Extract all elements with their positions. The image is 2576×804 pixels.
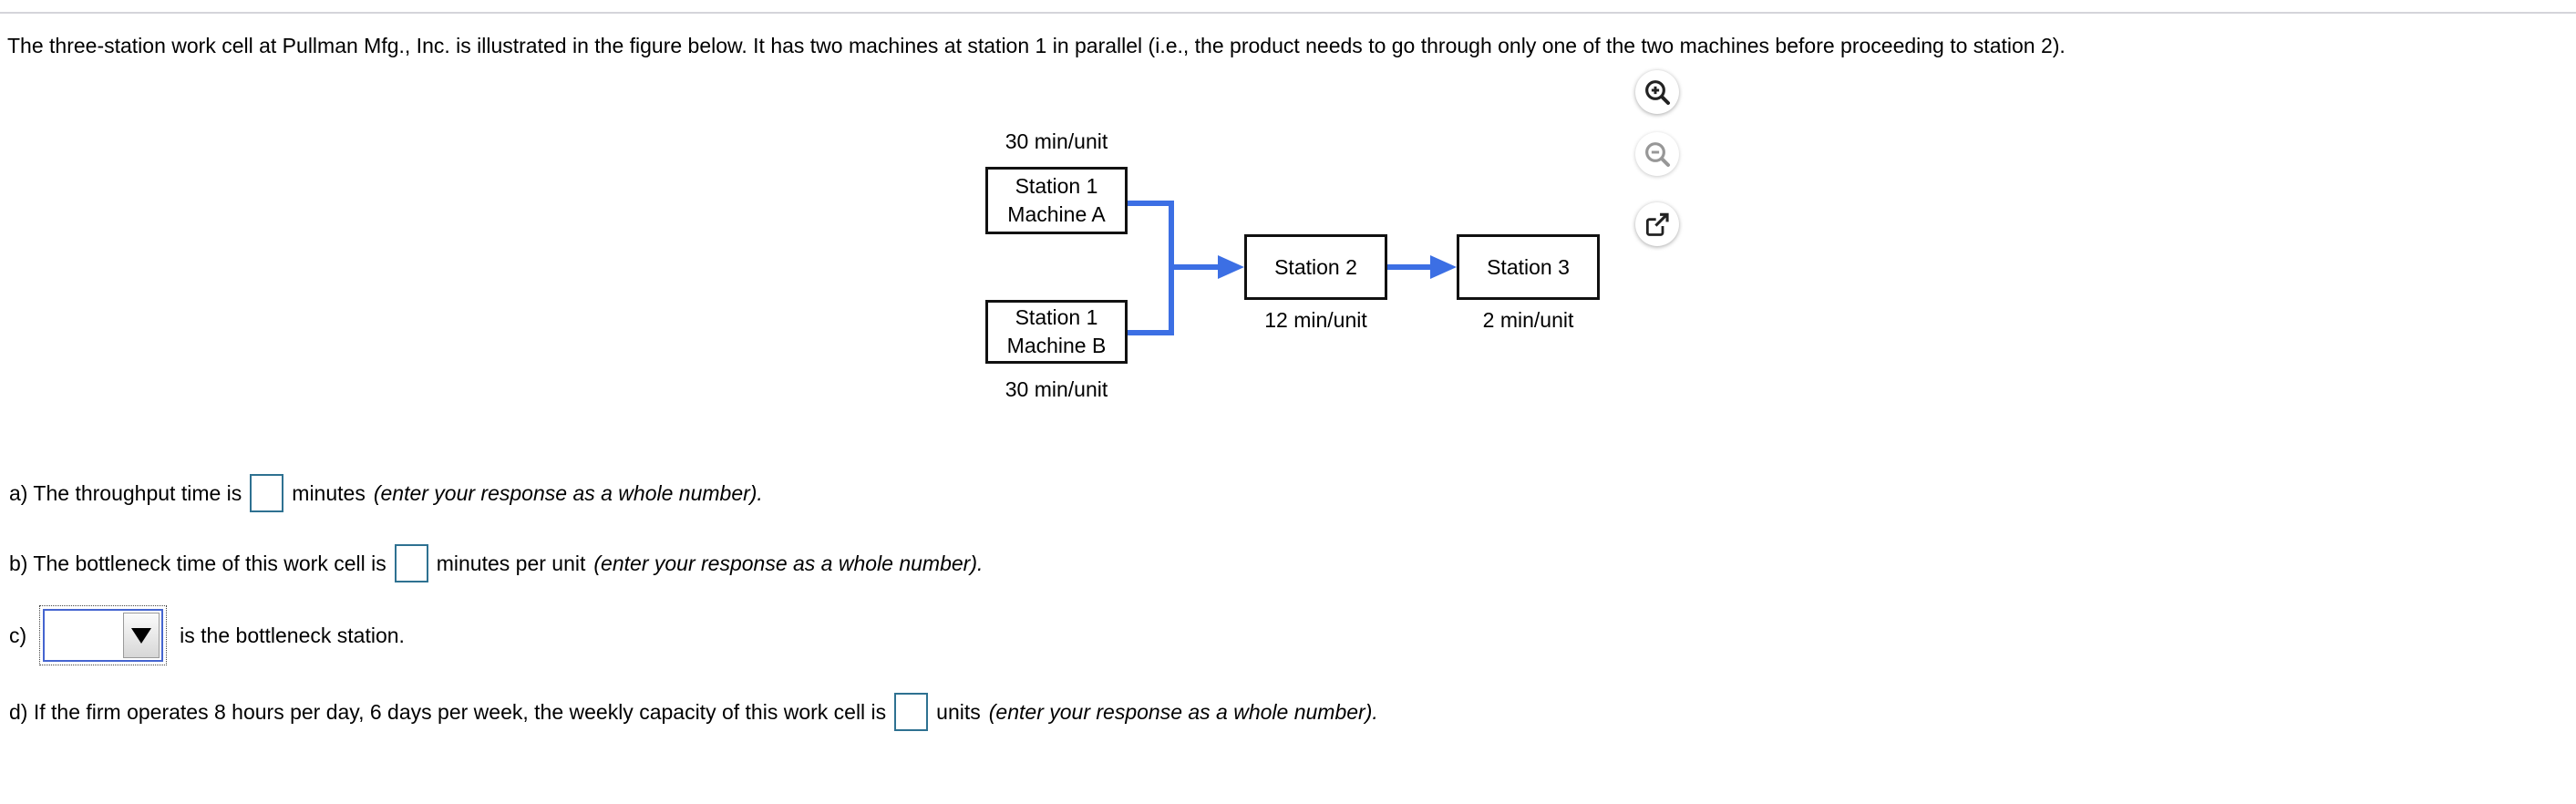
question-b-suffix: minutes per unit	[436, 551, 586, 575]
station3-rate-label: 2 min/unit	[1482, 308, 1574, 332]
arrow-station2-to-3-head	[1430, 255, 1457, 279]
station1-machine-a-box: Station 1 Machine A	[985, 167, 1128, 234]
question-c-suffix: is the bottleneck station.	[180, 623, 405, 647]
bottleneck-time-input[interactable]	[394, 544, 428, 582]
throughput-time-input[interactable]	[250, 474, 284, 512]
question-c-prefix: c)	[9, 623, 27, 647]
connector-machine-a	[1128, 201, 1174, 206]
station3-label: Station 3	[1487, 254, 1570, 279]
arrow-to-station2-line	[1171, 264, 1219, 270]
machine-a-rate-label: 30 min/unit	[1005, 129, 1108, 153]
open-in-new-window-icon	[1643, 210, 1672, 239]
top-divider	[0, 12, 2576, 14]
question-d-note: (enter your response as a whole number).	[988, 699, 1378, 724]
weekly-capacity-input[interactable]	[894, 693, 929, 731]
station2-box: Station 2	[1244, 234, 1387, 300]
question-d-suffix: units	[936, 699, 981, 724]
dropdown-arrow-button[interactable]	[123, 613, 160, 658]
question-d-row: d) If the firm operates 8 hours per day,…	[9, 692, 1378, 732]
zoom-in-button[interactable]	[1635, 70, 1679, 114]
question-b-prefix: b) The bottleneck time of this work cell…	[9, 551, 386, 575]
question-a-suffix: minutes	[292, 480, 366, 505]
zoom-in-icon	[1643, 77, 1672, 107]
arrow-station2-to-3-line	[1387, 264, 1431, 270]
machine-b-rate-label: 30 min/unit	[1005, 377, 1108, 401]
zoom-out-icon	[1643, 139, 1672, 169]
station2-label: Station 2	[1274, 254, 1357, 279]
station3-box: Station 3	[1457, 234, 1600, 300]
station1-machine-b-line2: Machine B	[1006, 334, 1107, 357]
question-a-row: a) The throughput time is minutes (enter…	[9, 473, 763, 513]
station1-machine-a-line1: Station 1	[1015, 174, 1098, 198]
question-a-prefix: a) The throughput time is	[9, 480, 242, 505]
chevron-down-icon	[131, 627, 152, 644]
open-in-new-window-button[interactable]	[1635, 202, 1679, 246]
arrow-to-station2-head	[1218, 255, 1244, 279]
problem-statement: The three-station work cell at Pullman M…	[7, 34, 2066, 57]
question-c-row: c) is the bottleneck station.	[9, 603, 405, 667]
question-a-note: (enter your response as a whole number).	[373, 480, 763, 505]
station1-machine-a-line2: Machine A	[1007, 202, 1106, 226]
station2-rate-label: 12 min/unit	[1264, 308, 1367, 332]
station1-machine-b-box: Station 1 Machine B	[985, 300, 1128, 364]
connector-machine-b	[1128, 330, 1174, 335]
bottleneck-station-dropdown-value	[45, 611, 121, 660]
station1-machine-b-line1: Station 1	[1015, 305, 1098, 329]
question-b-note: (enter your response as a whole number).	[593, 551, 984, 575]
zoom-out-button[interactable]	[1635, 132, 1679, 176]
question-b-row: b) The bottleneck time of this work cell…	[9, 543, 983, 583]
bottleneck-station-dropdown[interactable]	[39, 605, 168, 665]
question-d-prefix: d) If the firm operates 8 hours per day,…	[9, 699, 887, 724]
